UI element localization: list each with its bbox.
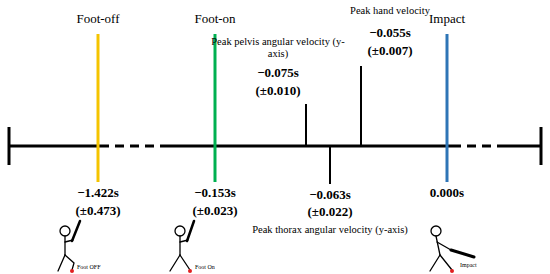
peak-ticks xyxy=(306,66,361,184)
figure-label: Foot On xyxy=(195,264,215,271)
sd-value: (±0.007) xyxy=(367,44,412,59)
peak-name: Peak thorax angular velocity (y-axis) xyxy=(252,224,408,236)
time-value: −0.075s xyxy=(257,66,299,81)
sd-value: (±0.473) xyxy=(75,204,120,219)
sd-value: (±0.010) xyxy=(255,84,300,99)
peak-name: Peak hand velocity xyxy=(350,5,430,17)
batter-foot-off xyxy=(58,221,80,273)
main-axis xyxy=(9,127,541,165)
event-name: Foot-on xyxy=(194,12,235,27)
peak-name: Peak pelvis angular velocity (y-axis) xyxy=(206,36,351,60)
time-value: 0.000s xyxy=(430,186,464,201)
event-ticks xyxy=(98,34,447,182)
event-name: Impact xyxy=(429,12,465,27)
event-name: Foot-off xyxy=(76,12,119,27)
time-value: −0.063s xyxy=(309,188,351,203)
time-value: −1.422s xyxy=(77,186,119,201)
batter-foot-on xyxy=(170,221,194,273)
time-value: −0.055s xyxy=(369,26,411,41)
figure-label: Impact xyxy=(460,262,477,269)
sd-value: (±0.022) xyxy=(307,205,352,220)
time-value: −0.153s xyxy=(194,186,236,201)
figure-label: Foot OFF xyxy=(77,264,101,271)
sd-value: (±0.023) xyxy=(192,204,237,219)
